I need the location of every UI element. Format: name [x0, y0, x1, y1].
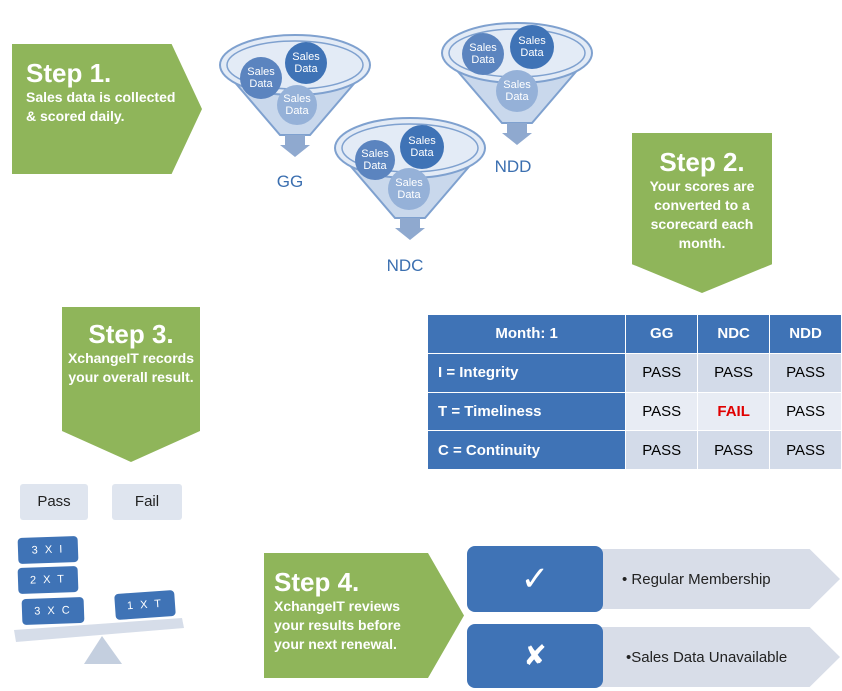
bubble-label-line1: Sales — [408, 135, 436, 147]
funnel-label-gg: GG — [276, 172, 304, 191]
cell-continuity-gg: PASS — [625, 430, 699, 470]
pass-result-text: • Regular Membership — [622, 571, 771, 588]
table-row: I = Integrity PASS PASS PASS — [426, 352, 842, 393]
cell-continuity-ndd: PASS — [769, 430, 842, 470]
step-4-title: Step 4. — [274, 567, 360, 597]
check-icon: ✓ — [467, 546, 603, 612]
cross-icon: ✘ — [467, 624, 603, 688]
cell-timeliness-ndc: FAIL — [697, 391, 771, 432]
fail-box: Fail — [112, 484, 182, 520]
table-row: T = Timeliness PASS FAIL PASS — [426, 391, 842, 432]
bubble-label-line2: Data — [410, 147, 434, 159]
row-label-timeliness: T = Timeliness — [426, 391, 627, 432]
bubble-label-line1: Sales — [518, 35, 546, 47]
step-2-text: Your scores are converted to a scorecard… — [649, 178, 755, 251]
cell-integrity-ndc: PASS — [697, 352, 771, 393]
bubble-label-line1: Sales — [283, 93, 311, 105]
bubble-label-line2: Data — [505, 91, 529, 103]
bubble-label-line1: Sales — [247, 66, 275, 78]
step-1-text: Sales data is collected & scored daily. — [26, 89, 176, 124]
table-row: C = Continuity PASS PASS PASS — [426, 430, 842, 470]
bubble-label-line1: Sales — [503, 79, 531, 91]
chip-timeliness: 2 X T — [17, 565, 79, 595]
step-3-title: Step 3. — [88, 319, 174, 349]
cell-timeliness-gg: PASS — [625, 391, 699, 432]
balance-scale — [14, 618, 184, 664]
row-label-continuity: C = Continuity — [426, 430, 627, 470]
step-2-title: Step 2. — [659, 147, 745, 177]
funnel-label-ndc: NDC — [386, 256, 424, 275]
fail-result-text: •Sales Data Unavailable — [626, 649, 788, 666]
pass-result-arrow — [590, 549, 840, 609]
cell-integrity-ndd: PASS — [769, 352, 842, 393]
scorecard-header-row: Month: 1 GG NDC NDD — [426, 314, 842, 354]
bubble-label-line1: Sales — [361, 148, 389, 160]
header-month: Month: 1 — [426, 314, 627, 354]
step-1-callout: Step 1. Sales data is collected & scored… — [12, 44, 202, 174]
funnel-label-ndd: NDD — [494, 157, 532, 176]
step-2-callout: Step 2. Your scores are converted to a s… — [632, 133, 772, 293]
step-1-title: Step 1. — [26, 58, 112, 88]
cell-timeliness-ndd: PASS — [769, 391, 842, 432]
bubble-label-line2: Data — [294, 63, 318, 75]
bubble-label-line2: Data — [363, 160, 387, 172]
step-4-callout: Step 4. XchangeIT reviews your results b… — [264, 553, 464, 678]
bubble-label-line1: Sales — [469, 42, 497, 54]
step-4-text: XchangeIT reviews your results before yo… — [274, 598, 401, 652]
fail-result-arrow — [590, 627, 840, 687]
header-gg: GG — [625, 314, 699, 354]
header-ndc: NDC — [697, 314, 771, 354]
cell-integrity-gg: PASS — [625, 352, 699, 393]
bubble-label-line2: Data — [520, 47, 544, 59]
row-label-integrity: I = Integrity — [426, 352, 627, 393]
step-3-text: XchangeIT records your overall result. — [67, 350, 195, 385]
bubble-label-line2: Data — [249, 78, 273, 90]
step-3-callout: Step 3. XchangeIT records your overall r… — [62, 307, 200, 462]
bubble-label-line1: Sales — [395, 177, 423, 189]
bubble-label-line2: Data — [285, 105, 309, 117]
bubble-label-line1: Sales — [292, 51, 320, 63]
pass-box: Pass — [20, 484, 88, 520]
header-ndd: NDD — [769, 314, 842, 354]
scorecard-table: Month: 1 GG NDC NDD I = Integrity PASS P… — [426, 314, 842, 470]
cell-continuity-ndc: PASS — [697, 430, 771, 470]
chip-integrity: 3 X I — [17, 535, 79, 565]
bubble-label-line2: Data — [471, 54, 495, 66]
bubble-label-line2: Data — [397, 189, 421, 201]
